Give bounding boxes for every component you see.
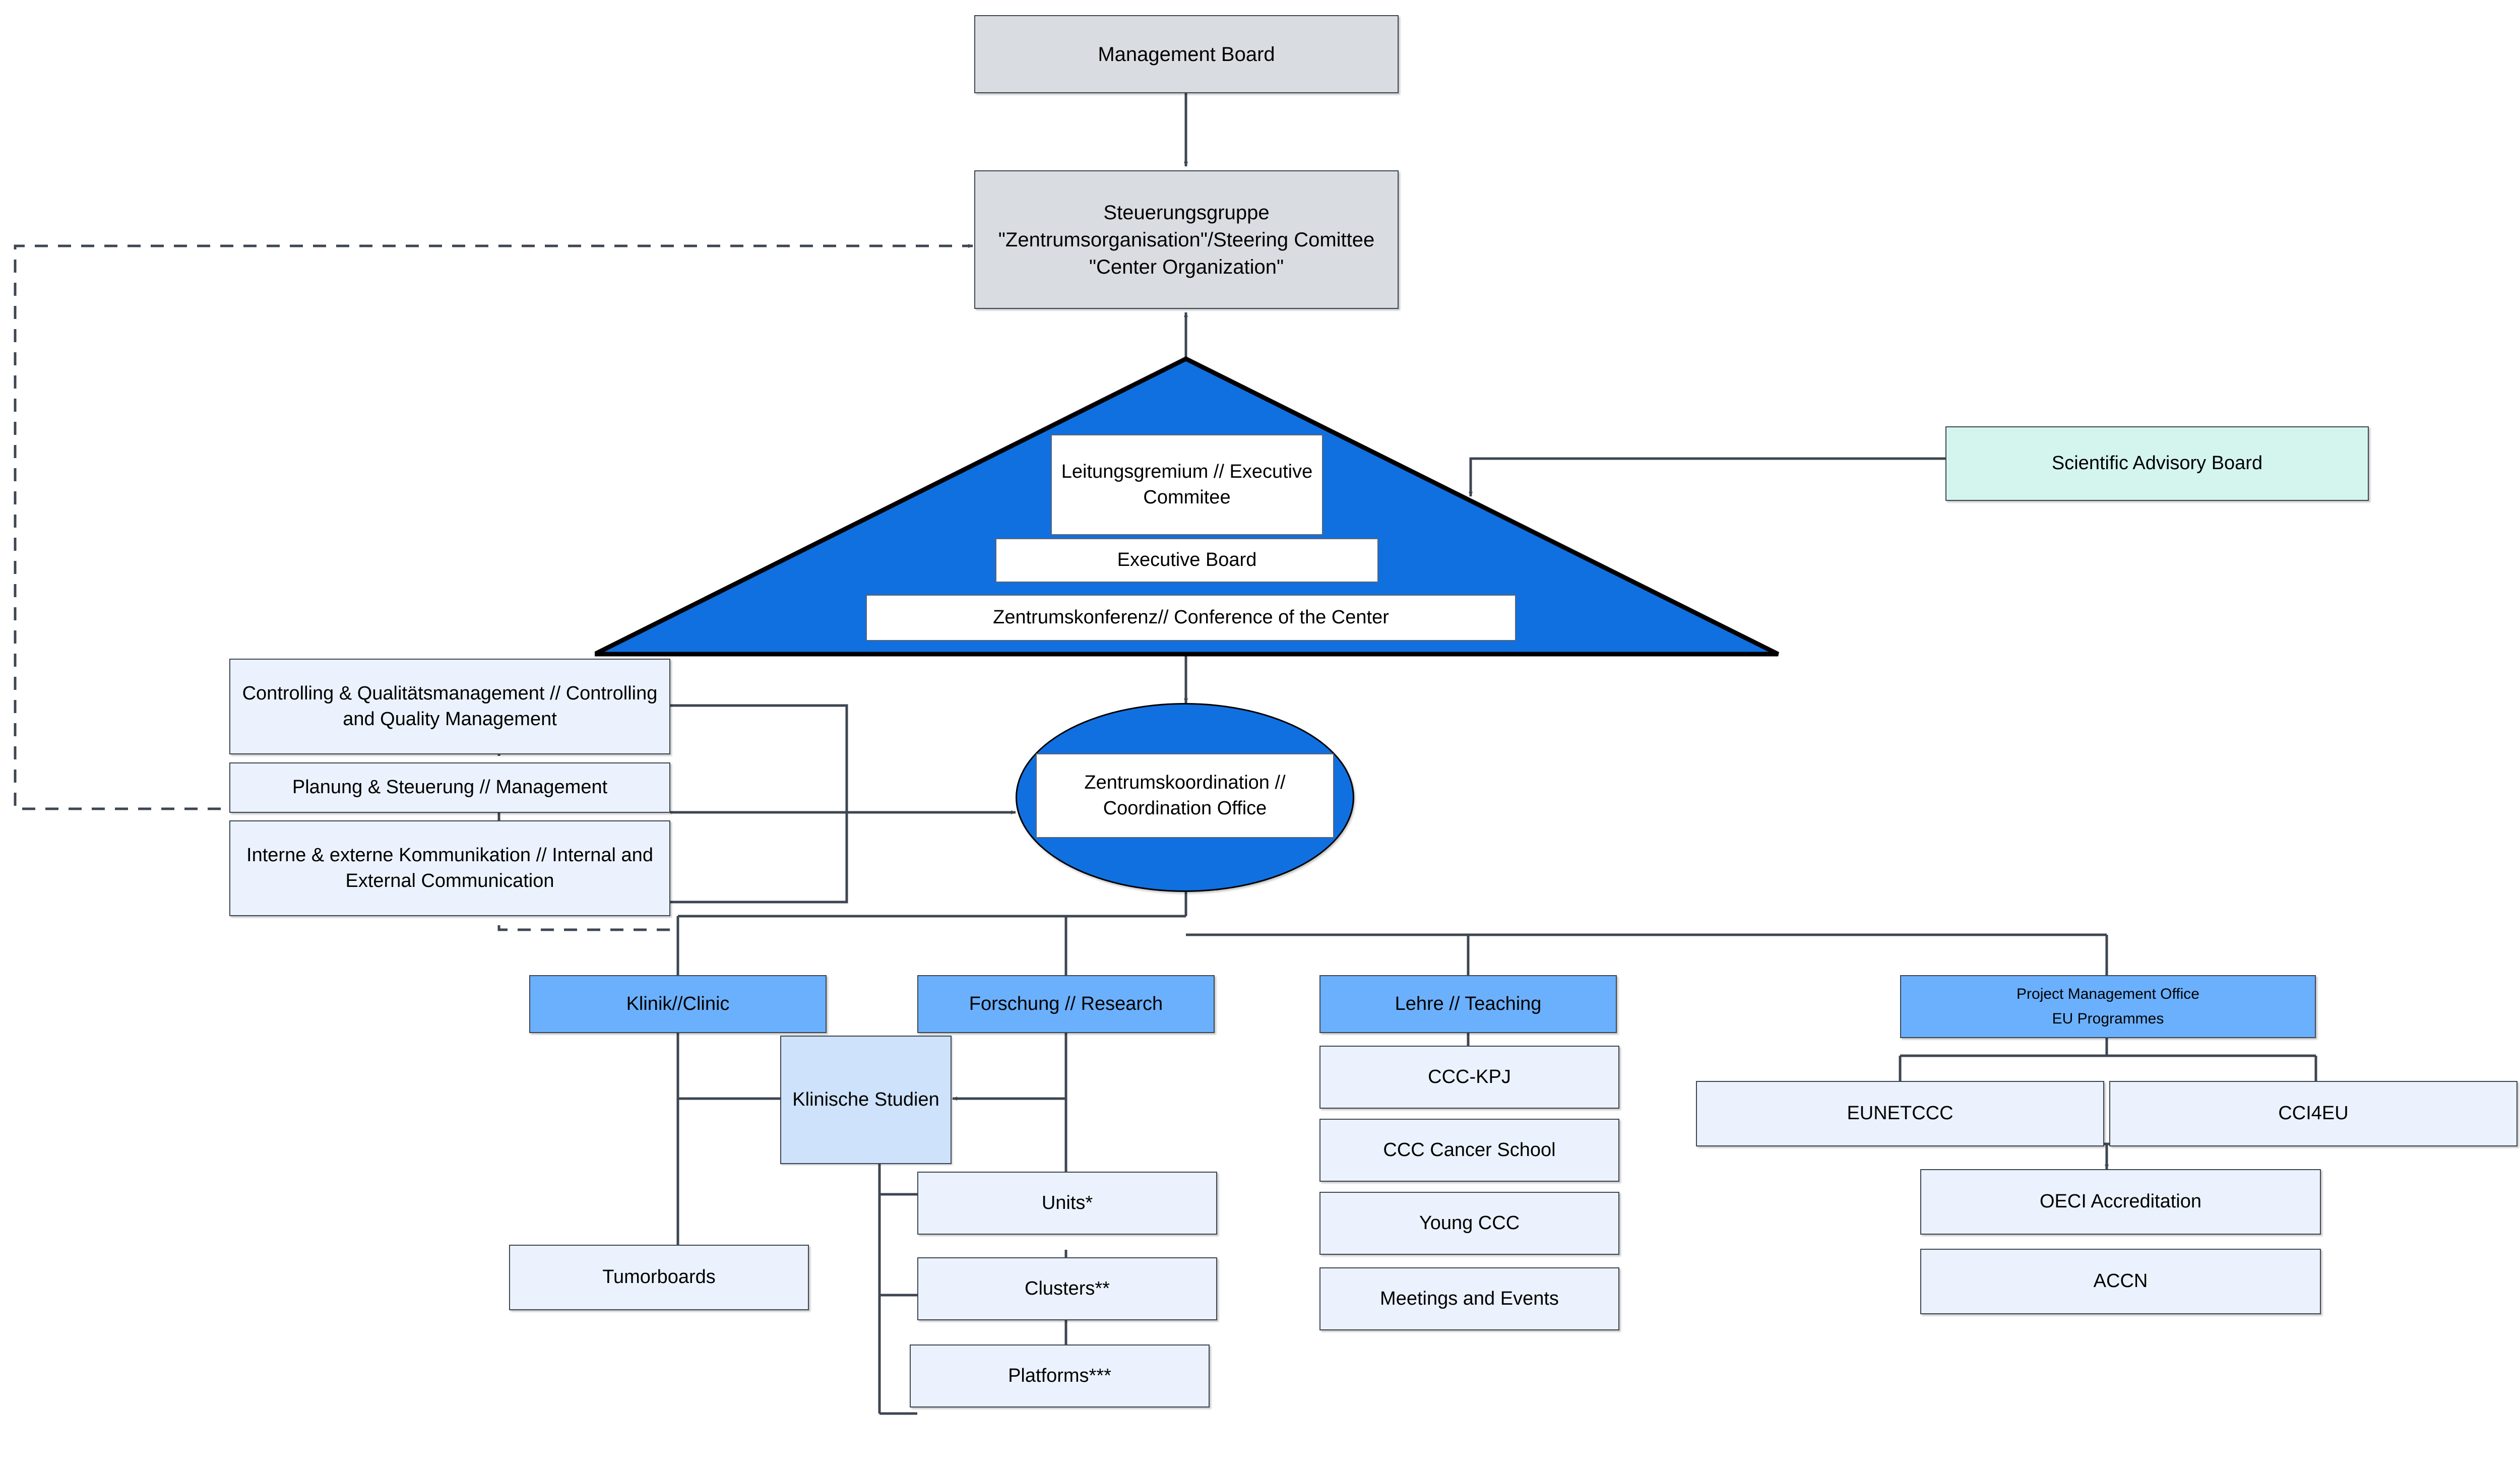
research-child-platforms-label: Platforms*** [1008, 1365, 1111, 1386]
research-child-clusters-label: Clusters** [1025, 1277, 1110, 1299]
pmo-child-oeci-accreditation[interactable]: OECI Accreditation [1920, 1169, 2321, 1235]
steering-committee-node[interactable]: Steuerungsgruppe "Zentrumsorganisation"/… [974, 170, 1399, 309]
pillar-header-teaching-label: Lehre // Teaching [1395, 993, 1542, 1014]
staff-unit-controlling-label: Controlling & Qualitätsmanagement // Con… [242, 682, 658, 730]
scientific-advisory-board-node[interactable]: Scientific Advisory Board [1945, 426, 2369, 501]
pmo-child-accn-label: ACCN [2093, 1270, 2148, 1292]
staff-unit-kommunikation-node[interactable]: Interne & externe Kommunikation // Inter… [229, 820, 670, 916]
teaching-child-meetings-events-label: Meetings and Events [1380, 1288, 1559, 1309]
research-child-units-label: Units* [1041, 1192, 1093, 1213]
research-child-units[interactable]: Units* [917, 1172, 1217, 1235]
teaching-child-cancer-school[interactable]: CCC Cancer School [1319, 1119, 1619, 1182]
teaching-child-young-ccc[interactable]: Young CCC [1319, 1192, 1619, 1255]
pmo-child-oeci-accreditation-label: OECI Accreditation [2039, 1191, 2202, 1212]
staff-unit-kommunikation-label: Interne & externe Kommunikation // Inter… [246, 844, 653, 891]
clinic-child-tumorboards-label: Tumorboards [602, 1266, 716, 1288]
teaching-child-cancer-school-label: CCC Cancer School [1383, 1139, 1556, 1161]
clinical-studies-node[interactable]: Klinische Studien [780, 1036, 952, 1164]
pmo-child-eunetccc[interactable]: EUNETCCC [1696, 1081, 2104, 1146]
pillar-header-clinic-label: Klinik//Clinic [626, 993, 730, 1014]
teaching-child-ccc-kpj[interactable]: CCC-KPJ [1319, 1046, 1619, 1109]
pillar-header-research[interactable]: Forschung // Research [917, 975, 1215, 1033]
research-child-platforms[interactable]: Platforms*** [910, 1344, 1210, 1407]
pillar-header-research-label: Forschung // Research [969, 993, 1163, 1014]
executive-board-node[interactable]: Executive Board [995, 538, 1378, 583]
center-conference-node[interactable]: Zentrumskonferenz// Conference of the Ce… [866, 595, 1516, 641]
staff-unit-controlling-node[interactable]: Controlling & Qualitätsmanagement // Con… [229, 659, 670, 754]
research-child-clusters[interactable]: Clusters** [917, 1257, 1217, 1320]
teaching-child-young-ccc-label: Young CCC [1419, 1212, 1520, 1234]
management-board-node[interactable]: Management Board [974, 15, 1399, 93]
pmo-child-eunetccc-label: EUNETCCC [1847, 1103, 1954, 1124]
clinical-studies-label: Klinische Studien [792, 1088, 939, 1110]
pmo-child-cci4eu[interactable]: CCI4EU [2109, 1081, 2517, 1146]
coordination-office-label: Zentrumskoordination // Coordination Off… [1084, 772, 1286, 819]
pmo-child-cci4eu-label: CCI4EU [2278, 1103, 2349, 1124]
pillar-header-pmo[interactable]: Project Management Office EU Programmes [1900, 975, 2316, 1038]
scientific-advisory-board-label: Scientific Advisory Board [2051, 453, 2263, 474]
pillar-header-clinic[interactable]: Klinik//Clinic [529, 975, 827, 1033]
executive-committee-node[interactable]: Leitungsgremium // Executive Commitee [1051, 434, 1323, 535]
coordination-office-node[interactable]: Zentrumskoordination // Coordination Off… [1036, 753, 1334, 838]
steering-committee-label: Steuerungsgruppe "Zentrumsorganisation"/… [998, 201, 1375, 278]
staff-unit-planung-label: Planung & Steuerung // Management [292, 777, 608, 798]
management-board-label: Management Board [1098, 43, 1275, 66]
executive-committee-label: Leitungsgremium // Executive Commitee [1061, 461, 1313, 508]
teaching-child-meetings-events[interactable]: Meetings and Events [1319, 1267, 1619, 1330]
pillar-header-pmo-line1: Project Management Office [2017, 986, 2199, 1002]
pmo-child-accn[interactable]: ACCN [1920, 1249, 2321, 1314]
staff-unit-planung-node[interactable]: Planung & Steuerung // Management [229, 762, 670, 813]
clinic-child-tumorboards[interactable]: Tumorboards [509, 1245, 809, 1310]
executive-board-label: Executive Board [1117, 549, 1257, 571]
teaching-child-ccc-kpj-label: CCC-KPJ [1428, 1066, 1511, 1087]
pillar-header-pmo-line2: EU Programmes [2052, 1010, 2164, 1027]
pillar-header-teaching[interactable]: Lehre // Teaching [1319, 975, 1617, 1033]
center-conference-label: Zentrumskonferenz// Conference of the Ce… [993, 607, 1389, 628]
